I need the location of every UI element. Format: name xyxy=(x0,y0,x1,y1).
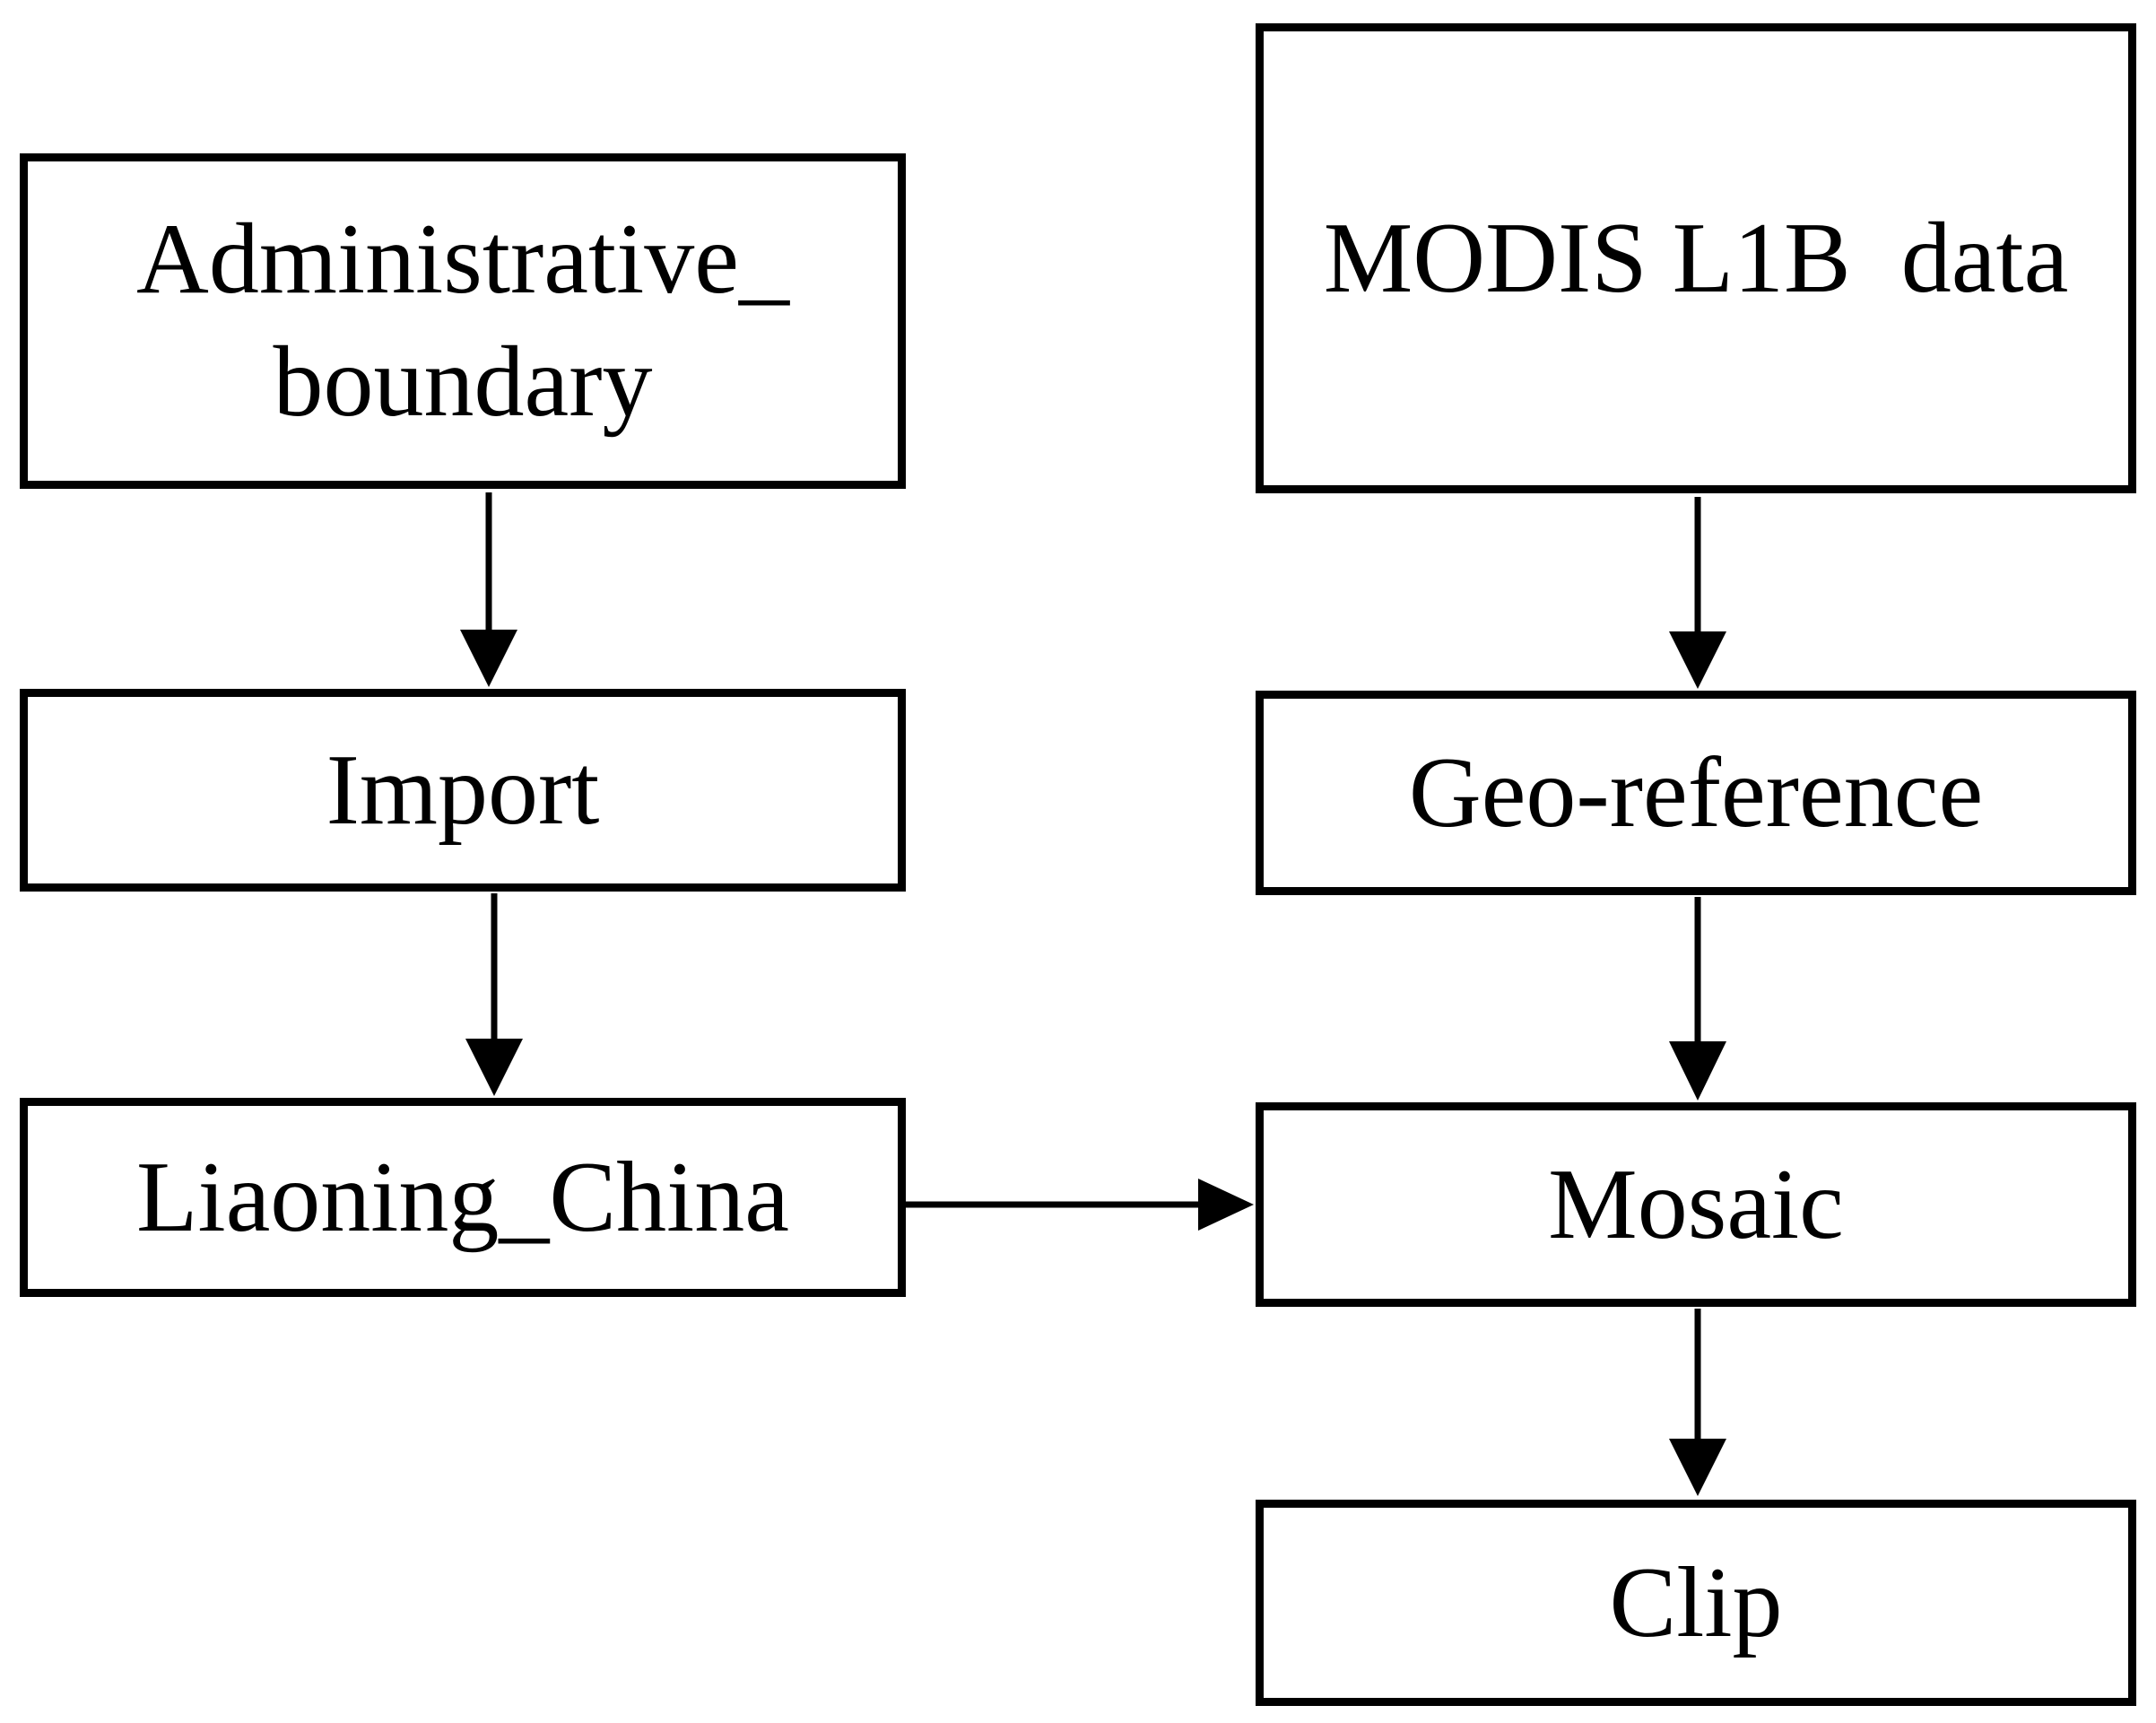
arrow-import-to-liaoning-china xyxy=(465,893,523,1096)
node-liaoning-china: Liaoning_China xyxy=(20,1098,906,1297)
node-administrative-boundary: Administrative_ boundary xyxy=(20,153,906,489)
node-modis-l1b-data: MODIS L1B data xyxy=(1256,23,2136,493)
arrow-liaoning-china-to-mosaic xyxy=(904,1179,1254,1231)
node-clip: Clip xyxy=(1256,1500,2136,1706)
arrow-administrative-boundary-to-import xyxy=(460,492,517,687)
node-import: Import xyxy=(20,689,906,892)
arrow-mosaic-to-clip xyxy=(1669,1309,1726,1496)
arrow-head xyxy=(460,630,517,687)
node-mosaic: Mosaic xyxy=(1256,1102,2136,1307)
arrow-modis-l1b-data-to-geo-reference xyxy=(1669,497,1726,689)
arrow-head xyxy=(1669,1439,1726,1496)
node-geo-reference: Geo-reference xyxy=(1256,691,2136,895)
arrow-head xyxy=(1198,1179,1254,1231)
arrow-head xyxy=(1669,631,1726,689)
arrow-geo-reference-to-mosaic xyxy=(1669,897,1726,1101)
arrow-head xyxy=(465,1039,523,1096)
arrow-head xyxy=(1669,1041,1726,1101)
